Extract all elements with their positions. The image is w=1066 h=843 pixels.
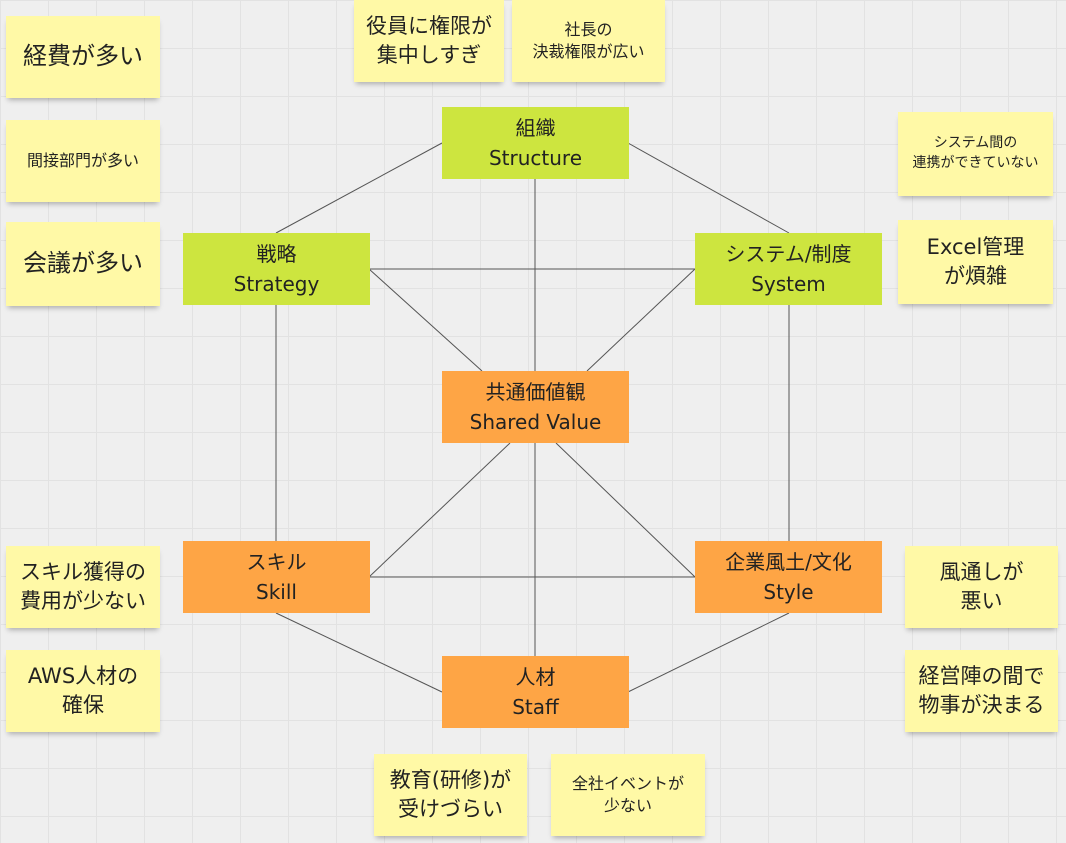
note-line: 確保 xyxy=(62,693,104,717)
sticky-note-skill-cost[interactable]: スキル獲得の 費用が少ない xyxy=(6,546,160,628)
note-line: 経費が多い xyxy=(23,42,143,71)
sticky-note-excel-management[interactable]: Excel管理 が煩雑 xyxy=(898,220,1053,304)
sticky-note-indirect-departments[interactable]: 間接部門が多い xyxy=(6,120,160,202)
node-strategy-en: Strategy xyxy=(233,272,320,296)
note-line: 社長の xyxy=(564,19,613,39)
note-line: Excel管理 xyxy=(926,234,1025,259)
link-shared-style xyxy=(555,442,696,578)
note-line: 連携ができていない xyxy=(912,155,1039,171)
node-skill-en: Skill xyxy=(256,580,297,604)
node-system-en: System xyxy=(751,272,826,296)
note-line: が煩雑 xyxy=(943,264,1007,288)
node-shared-value-en: Shared Value xyxy=(469,410,602,434)
link-strategy-shared xyxy=(368,268,483,372)
node-staff-ja: 人材 xyxy=(515,665,556,689)
node-shared-value[interactable]: 共通価値観 Shared Value xyxy=(442,371,629,443)
note-line: 役員に権限が xyxy=(366,13,492,38)
sticky-note-management-decisions[interactable]: 経営陣の間で 物事が決まる xyxy=(905,650,1058,732)
sticky-note-system-integration[interactable]: システム間の 連携ができていない xyxy=(898,112,1053,196)
link-skill-staff xyxy=(275,612,443,693)
node-skill-ja: スキル xyxy=(246,550,307,574)
link-style-staff xyxy=(627,612,790,693)
note-line: 物事が決まる xyxy=(918,693,1045,717)
node-skill[interactable]: スキル Skill xyxy=(183,541,370,613)
sticky-note-president-authority[interactable]: 社長の 決裁権限が広い xyxy=(512,0,665,82)
node-style-ja: 企業風土/文化 xyxy=(725,550,852,574)
note-line: 教育(研修)が xyxy=(389,767,512,792)
note-line: 少ない xyxy=(603,796,652,815)
node-structure-en: Structure xyxy=(488,146,583,170)
node-shared-value-ja: 共通価値観 xyxy=(485,380,586,404)
node-structure[interactable]: 組織 Structure xyxy=(442,107,629,179)
sticky-note-communication[interactable]: 風通しが 悪い xyxy=(905,546,1058,628)
note-line: システム間の xyxy=(933,135,1018,152)
sticky-note-aws-talent[interactable]: AWS人材の 確保 xyxy=(6,650,160,732)
link-structure-strategy xyxy=(275,142,443,234)
node-system-ja: システム/制度 xyxy=(725,242,852,266)
node-staff[interactable]: 人材 Staff xyxy=(442,656,629,728)
note-line: 悪い xyxy=(960,589,1003,613)
note-line: 間接部門が多い xyxy=(26,150,139,170)
node-staff-en: Staff xyxy=(512,695,559,719)
sticky-note-training[interactable]: 教育(研修)が 受けづらい xyxy=(374,754,527,836)
node-strategy-ja: 戦略 xyxy=(256,242,297,266)
node-style-en: Style xyxy=(763,580,814,604)
sticky-note-executive-power[interactable]: 役員に権限が 集中しすぎ xyxy=(354,0,504,82)
sticky-note-expenses[interactable]: 経費が多い xyxy=(6,16,160,98)
link-structure-system xyxy=(627,142,790,234)
node-structure-ja: 組織 xyxy=(515,116,556,140)
note-line: 全社イベントが xyxy=(571,773,684,793)
link-system-shared xyxy=(586,268,696,372)
node-strategy[interactable]: 戦略 Strategy xyxy=(183,233,370,305)
sticky-note-meetings[interactable]: 会議が多い xyxy=(6,222,160,306)
link-shared-skill xyxy=(368,442,511,578)
note-line: AWS人材の xyxy=(27,663,139,688)
note-line: 費用が少ない xyxy=(20,589,146,613)
note-line: 受けづらい xyxy=(397,797,503,821)
note-line: 会議が多い xyxy=(23,249,143,278)
sticky-note-company-events[interactable]: 全社イベントが 少ない xyxy=(551,754,705,836)
note-line: 風通しが xyxy=(939,559,1024,584)
node-style[interactable]: 企業風土/文化 Style xyxy=(695,541,882,613)
node-system[interactable]: システム/制度 System xyxy=(695,233,882,305)
note-line: 決裁権限が広い xyxy=(532,42,645,61)
note-line: スキル獲得の xyxy=(20,559,146,584)
note-line: 経営陣の間で xyxy=(918,663,1045,688)
note-line: 集中しすぎ xyxy=(376,43,482,67)
